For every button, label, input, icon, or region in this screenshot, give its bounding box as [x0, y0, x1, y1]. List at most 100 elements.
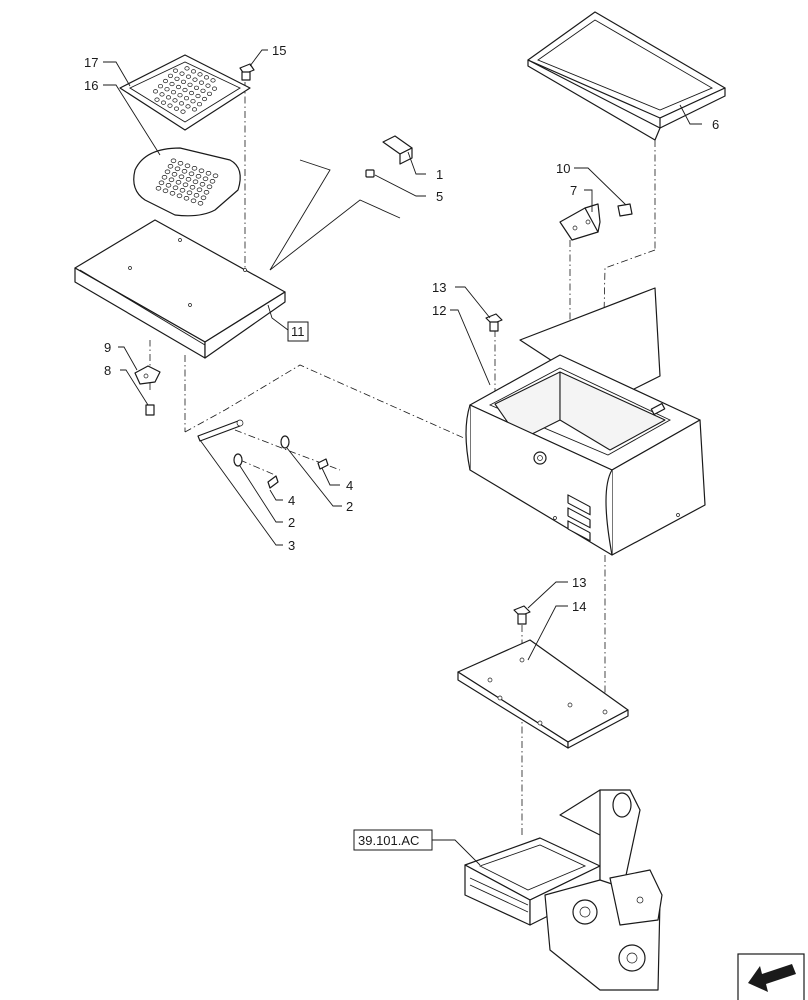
callout-5: 5	[436, 189, 443, 204]
perforation-hole	[193, 85, 200, 90]
perforation-hole	[152, 89, 159, 94]
previous-page-arrow-icon[interactable]	[737, 953, 805, 1000]
callout-12: 12	[432, 303, 446, 318]
perforation-hole	[158, 180, 165, 186]
perforation-hole	[177, 93, 183, 98]
perforation-hole	[169, 191, 176, 196]
perforation-hole	[191, 107, 198, 112]
perforation-hole	[203, 190, 210, 195]
perforation-hole	[195, 174, 202, 179]
perforation-hole	[167, 103, 173, 108]
perforation-hole	[192, 179, 199, 185]
perforation-hole	[172, 98, 178, 103]
perforation-hole	[198, 80, 205, 85]
perforation-hole	[193, 193, 200, 198]
perforation-hole	[179, 188, 186, 193]
perforation-hole	[206, 184, 213, 190]
perforation-hole	[159, 92, 165, 97]
lid-6	[527, 11, 726, 141]
pin-4-b	[267, 475, 279, 489]
section-reference-label[interactable]: 39.101.AC	[358, 833, 419, 848]
perforation-hole	[168, 177, 175, 183]
perforation-hole	[185, 104, 191, 109]
perforation-hole	[171, 172, 178, 177]
perforation-hole	[197, 72, 203, 77]
callout-9: 9	[104, 340, 111, 355]
boxed-part-11-label: 11	[291, 324, 305, 339]
perforation-hole	[164, 169, 171, 175]
frame-step-assembly	[464, 789, 663, 991]
callout-16: 16	[84, 78, 98, 93]
bolt-13-bottom	[513, 605, 531, 625]
section-reference[interactable]: 39.101.AC	[353, 829, 433, 851]
perforation-hole	[178, 174, 185, 180]
perforation-hole	[161, 175, 168, 180]
perforation-hole	[206, 91, 213, 96]
bolt-15	[239, 63, 255, 81]
callout-13-top: 13	[432, 280, 446, 295]
perforation-hole	[173, 106, 180, 111]
perforation-hole	[182, 87, 188, 93]
perforation-hole	[157, 84, 164, 89]
perforation-hole	[176, 193, 183, 199]
perforation-hole	[205, 83, 211, 88]
perforation-hole	[188, 171, 195, 177]
perforation-hole	[165, 95, 172, 100]
perforation-hole	[205, 171, 212, 176]
storage-box-12	[465, 287, 706, 556]
perforation-hole	[190, 69, 197, 74]
perforation-hole	[185, 177, 192, 182]
callout-2-right: 2	[346, 499, 353, 514]
perforation-hole	[165, 183, 172, 188]
perforation-hole	[167, 73, 174, 78]
perforation-hole	[195, 93, 201, 99]
perforation-hole	[174, 76, 180, 81]
perforation-hole	[164, 87, 170, 92]
perforation-hole	[186, 190, 193, 196]
bolt-10	[617, 203, 633, 217]
perforation-hole	[198, 168, 205, 174]
callout-4-right: 4	[346, 478, 353, 493]
perforation-hole	[189, 185, 196, 190]
perforation-hole	[196, 102, 203, 107]
callout-4-left: 4	[288, 493, 295, 508]
perforation-hole	[175, 84, 182, 90]
perforation-hole	[183, 96, 190, 101]
mounting-plate-14	[457, 639, 629, 749]
perforation-hole	[210, 78, 216, 83]
perforation-hole	[180, 109, 186, 114]
bolt-13-top	[485, 313, 503, 332]
clip-2-a	[280, 435, 290, 449]
perforation-hole	[160, 100, 167, 105]
bolt-8	[145, 404, 155, 416]
perforation-hole	[170, 90, 177, 95]
perforation-hole	[174, 166, 181, 172]
perforation-hole	[211, 86, 218, 91]
leader-part-11	[269, 159, 401, 271]
step-cover-11	[74, 219, 286, 359]
bolt-5	[365, 169, 375, 178]
perforated-mat-16	[133, 147, 241, 217]
perforation-hole	[172, 185, 179, 191]
perforation-hole	[190, 198, 197, 204]
perforation-hole	[177, 161, 184, 166]
perforation-hole	[199, 182, 206, 187]
pin-4-a	[317, 458, 329, 470]
latch-7	[559, 203, 601, 241]
perforation-hole	[178, 101, 185, 106]
bracket-1	[382, 135, 413, 165]
perforation-hole	[169, 81, 175, 87]
perforation-hole	[179, 71, 185, 76]
perforation-hole	[175, 180, 182, 185]
gas-strut-3	[197, 419, 244, 442]
callout-10: 10	[556, 161, 570, 176]
perforation-hole	[154, 97, 160, 102]
boxed-part-11: 11	[287, 321, 309, 342]
perforation-hole	[187, 82, 193, 87]
perforation-hole	[184, 66, 190, 71]
callout-8: 8	[104, 363, 111, 378]
callout-14: 14	[572, 599, 586, 614]
perforation-hole	[192, 77, 198, 82]
perforation-hole	[155, 186, 162, 191]
